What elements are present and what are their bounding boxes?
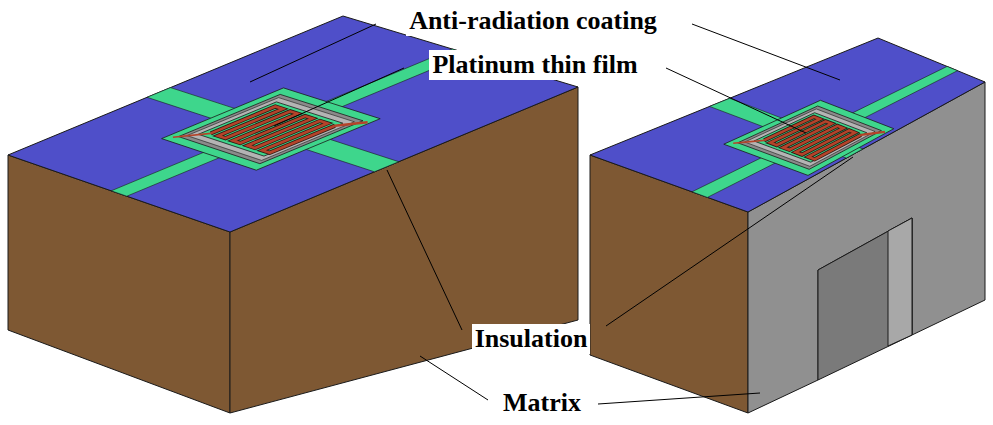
platinum-film <box>764 117 861 159</box>
frame <box>738 106 882 169</box>
coating-face <box>8 16 578 232</box>
leader-line <box>420 356 488 400</box>
leader-line <box>666 68 806 133</box>
lead-wire <box>861 132 885 135</box>
leader-line <box>598 393 760 404</box>
frame <box>179 94 364 163</box>
platinum-film <box>211 107 335 153</box>
insulation-strip <box>147 88 399 172</box>
part-label: Matrix <box>500 388 584 418</box>
frame <box>187 98 354 161</box>
leader-line <box>606 157 853 326</box>
lead-wire <box>335 122 368 126</box>
leader-line <box>387 170 462 330</box>
part-label: Platinum thin film <box>429 50 640 80</box>
lead-wire <box>173 133 211 137</box>
coating-face <box>590 38 985 212</box>
insulation-pad <box>754 113 867 163</box>
sensor-pattern <box>111 49 469 196</box>
insulation-pad <box>198 102 343 156</box>
lead-wire <box>733 140 764 143</box>
part-label: Insulation <box>472 324 591 354</box>
insulation-pad <box>162 88 381 170</box>
insulation-strip <box>111 49 469 196</box>
leader-line <box>250 24 376 82</box>
leader-line <box>692 24 840 80</box>
insulation-strip <box>692 66 958 197</box>
leader-line <box>274 68 404 126</box>
sensor-pattern <box>692 66 958 197</box>
cavity-wall <box>888 218 912 346</box>
platinum-film <box>764 117 861 159</box>
frame <box>745 109 875 166</box>
cavity-back <box>818 218 912 380</box>
platinum-film <box>211 107 335 153</box>
part-label: Anti-radiation coating <box>406 6 660 36</box>
insulation-pad <box>724 100 894 175</box>
